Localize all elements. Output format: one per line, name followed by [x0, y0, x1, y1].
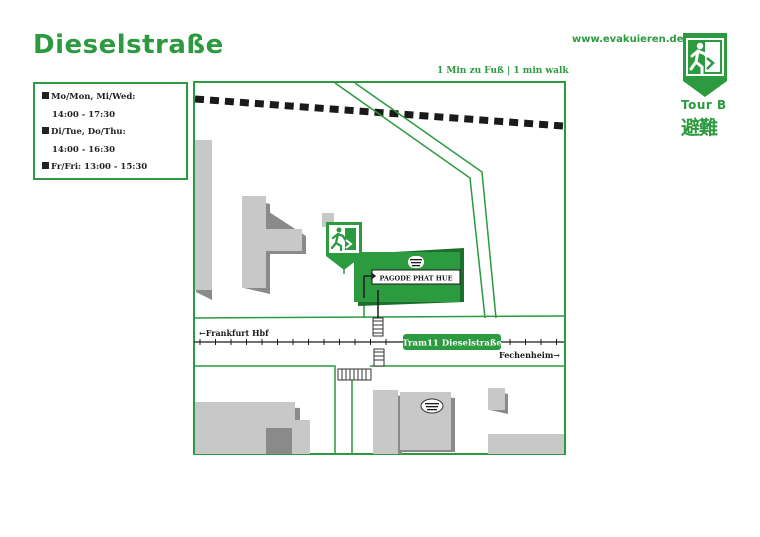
tram-stop-label: Tram11 Dieselstraße	[402, 339, 502, 349]
destination-label: PAGODE PHAT HUE	[379, 275, 452, 283]
hours-line: Mo/Mon, Mi/Wed:	[42, 92, 135, 102]
tour-label: Tour B	[681, 98, 727, 112]
tram-stop-marker: Tram11 Dieselstraße	[402, 334, 502, 350]
building-south-east	[373, 390, 455, 454]
tram-line	[194, 339, 564, 345]
railway-track	[194, 95, 564, 130]
building-block	[242, 196, 306, 294]
road-network	[193, 82, 565, 454]
crosswalk-stripes	[341, 320, 384, 380]
website-link[interactable]: www.evakuieren.de	[572, 34, 684, 45]
bullet-square-icon	[42, 127, 49, 134]
opening-hours-box: Mo/Mon, Mi/Wed: 14:00 - 17:30 Di/Tue, Do…	[33, 82, 188, 180]
pagoda-icon	[408, 256, 424, 268]
page-title: Dieselstraße	[33, 30, 224, 60]
hours-line: Di/Tue, Do/Thu:	[42, 127, 126, 137]
direction-left-label: ←Frankfurt Hbf	[199, 328, 269, 338]
emergency-exit-icon	[326, 222, 362, 274]
hours-line: 14:00 - 17:30	[52, 110, 116, 120]
kanji-label: 避難	[681, 117, 718, 139]
route-arrow	[363, 272, 379, 318]
bullet-square-icon	[42, 162, 49, 169]
pagoda-icon	[420, 398, 444, 414]
destination-building: PAGODE PHAT HUE	[354, 248, 464, 306]
building-south	[195, 402, 310, 454]
hours-line: Fr/Fri: 13:00 - 15:30	[42, 162, 147, 172]
direction-right-label: Fechenheim→	[499, 350, 560, 360]
hours-line: 14:00 - 16:30	[52, 145, 116, 155]
bullet-square-icon	[42, 92, 49, 99]
emergency-exit-running-person-icon	[683, 33, 727, 101]
walk-time-label: 1 Min zu Fuß | 1 min walk	[437, 66, 569, 76]
